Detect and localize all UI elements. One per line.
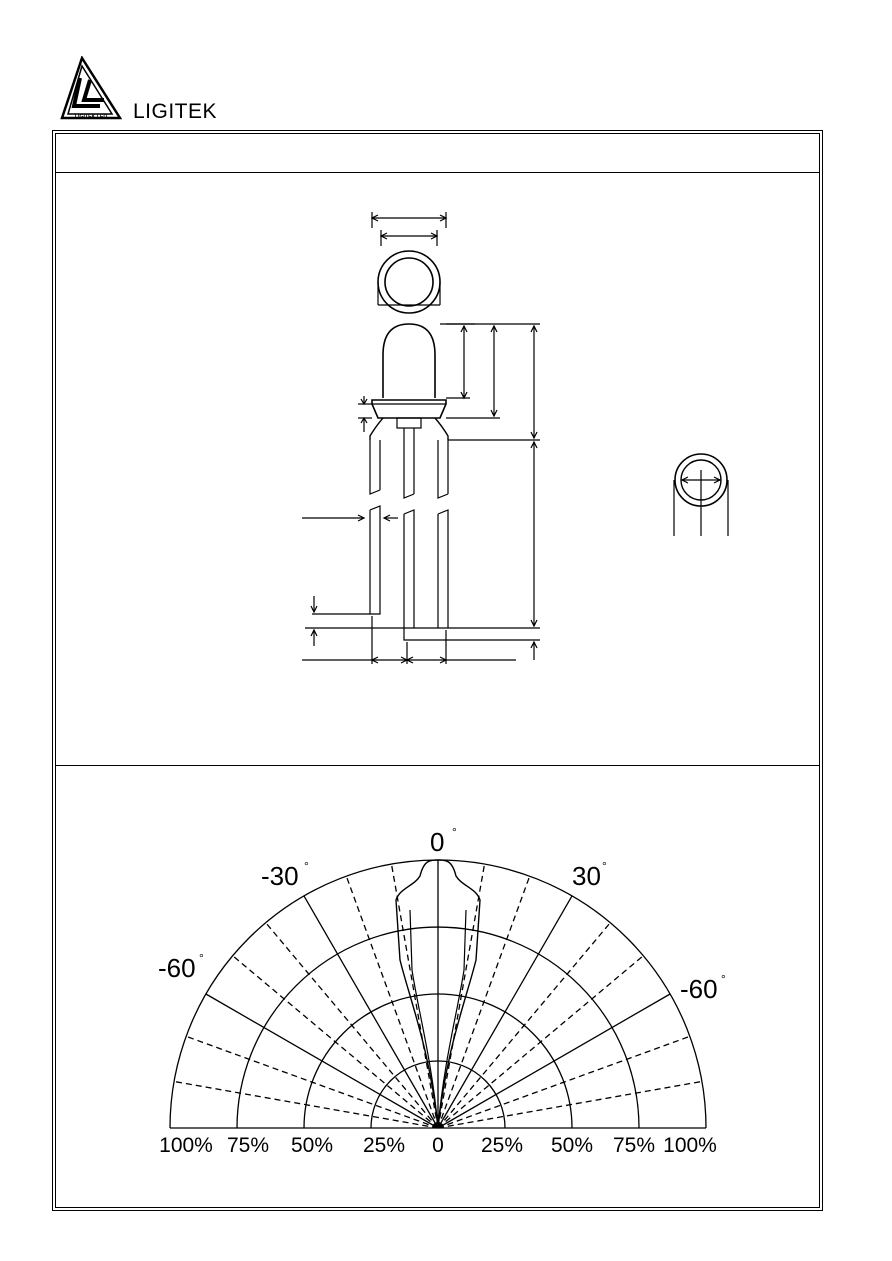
title-row-divider xyxy=(55,172,820,173)
percent-label: 25% xyxy=(481,1134,523,1157)
percent-label: 50% xyxy=(291,1134,333,1157)
polar-grid-spoke xyxy=(345,875,439,1129)
polar-grid-spoke xyxy=(185,1035,439,1129)
percent-label: 25% xyxy=(363,1134,405,1157)
polar-grid-spoke xyxy=(437,895,573,1129)
ligitek-logo-icon: LIGITEK LED xyxy=(60,56,122,120)
percent-label: 100% xyxy=(159,1134,213,1157)
degree-mark: ° xyxy=(199,951,204,965)
polar-grid-spoke xyxy=(437,922,611,1129)
percent-label: 75% xyxy=(613,1134,655,1157)
radiation-curve-inner xyxy=(409,909,467,1129)
angle-label-30: 30 xyxy=(572,861,601,891)
polar-grid-spoke xyxy=(173,1080,439,1129)
page-frame-outer xyxy=(52,130,823,1211)
polar-grid-spoke xyxy=(390,863,439,1129)
angle-label-minus-60-right: -60 xyxy=(680,974,718,1004)
angle-label-minus-30: -30 xyxy=(261,861,299,891)
angle-label-0: 0 xyxy=(430,827,444,857)
polar-grid-spoke xyxy=(437,955,644,1129)
polar-grid-spoke xyxy=(437,863,486,1129)
page-frame-inner xyxy=(55,133,820,1208)
polar-grid-spoke xyxy=(303,895,439,1129)
polar-grid-spoke xyxy=(265,922,439,1129)
degree-mark: ° xyxy=(602,859,607,873)
polar-grid-spoke xyxy=(232,955,439,1129)
polar-grid-spoke xyxy=(205,993,439,1129)
percent-axis-labels: 100% 75% 50% 25% 0 25% 50% 75% 100% xyxy=(159,1134,717,1157)
polar-grid-spoke xyxy=(437,875,531,1129)
degree-mark: ° xyxy=(721,972,726,986)
degree-mark: ° xyxy=(452,825,457,839)
angle-label-minus-60-left: -60 xyxy=(158,953,196,983)
degree-mark: ° xyxy=(304,859,309,873)
radiation-curve xyxy=(395,859,481,1129)
percent-label: 0 xyxy=(432,1134,444,1157)
polar-grid-spoke xyxy=(437,1080,703,1129)
percent-label: 75% xyxy=(227,1134,269,1157)
brand-name: LIGITEK xyxy=(133,100,218,123)
polar-grid-spoke xyxy=(437,993,671,1129)
percent-label: 100% xyxy=(663,1134,717,1157)
logo-text: LIGITEK LED xyxy=(75,114,108,120)
section-divider xyxy=(55,765,820,766)
percent-label: 50% xyxy=(551,1134,593,1157)
polar-grid-spoke xyxy=(437,1035,691,1129)
